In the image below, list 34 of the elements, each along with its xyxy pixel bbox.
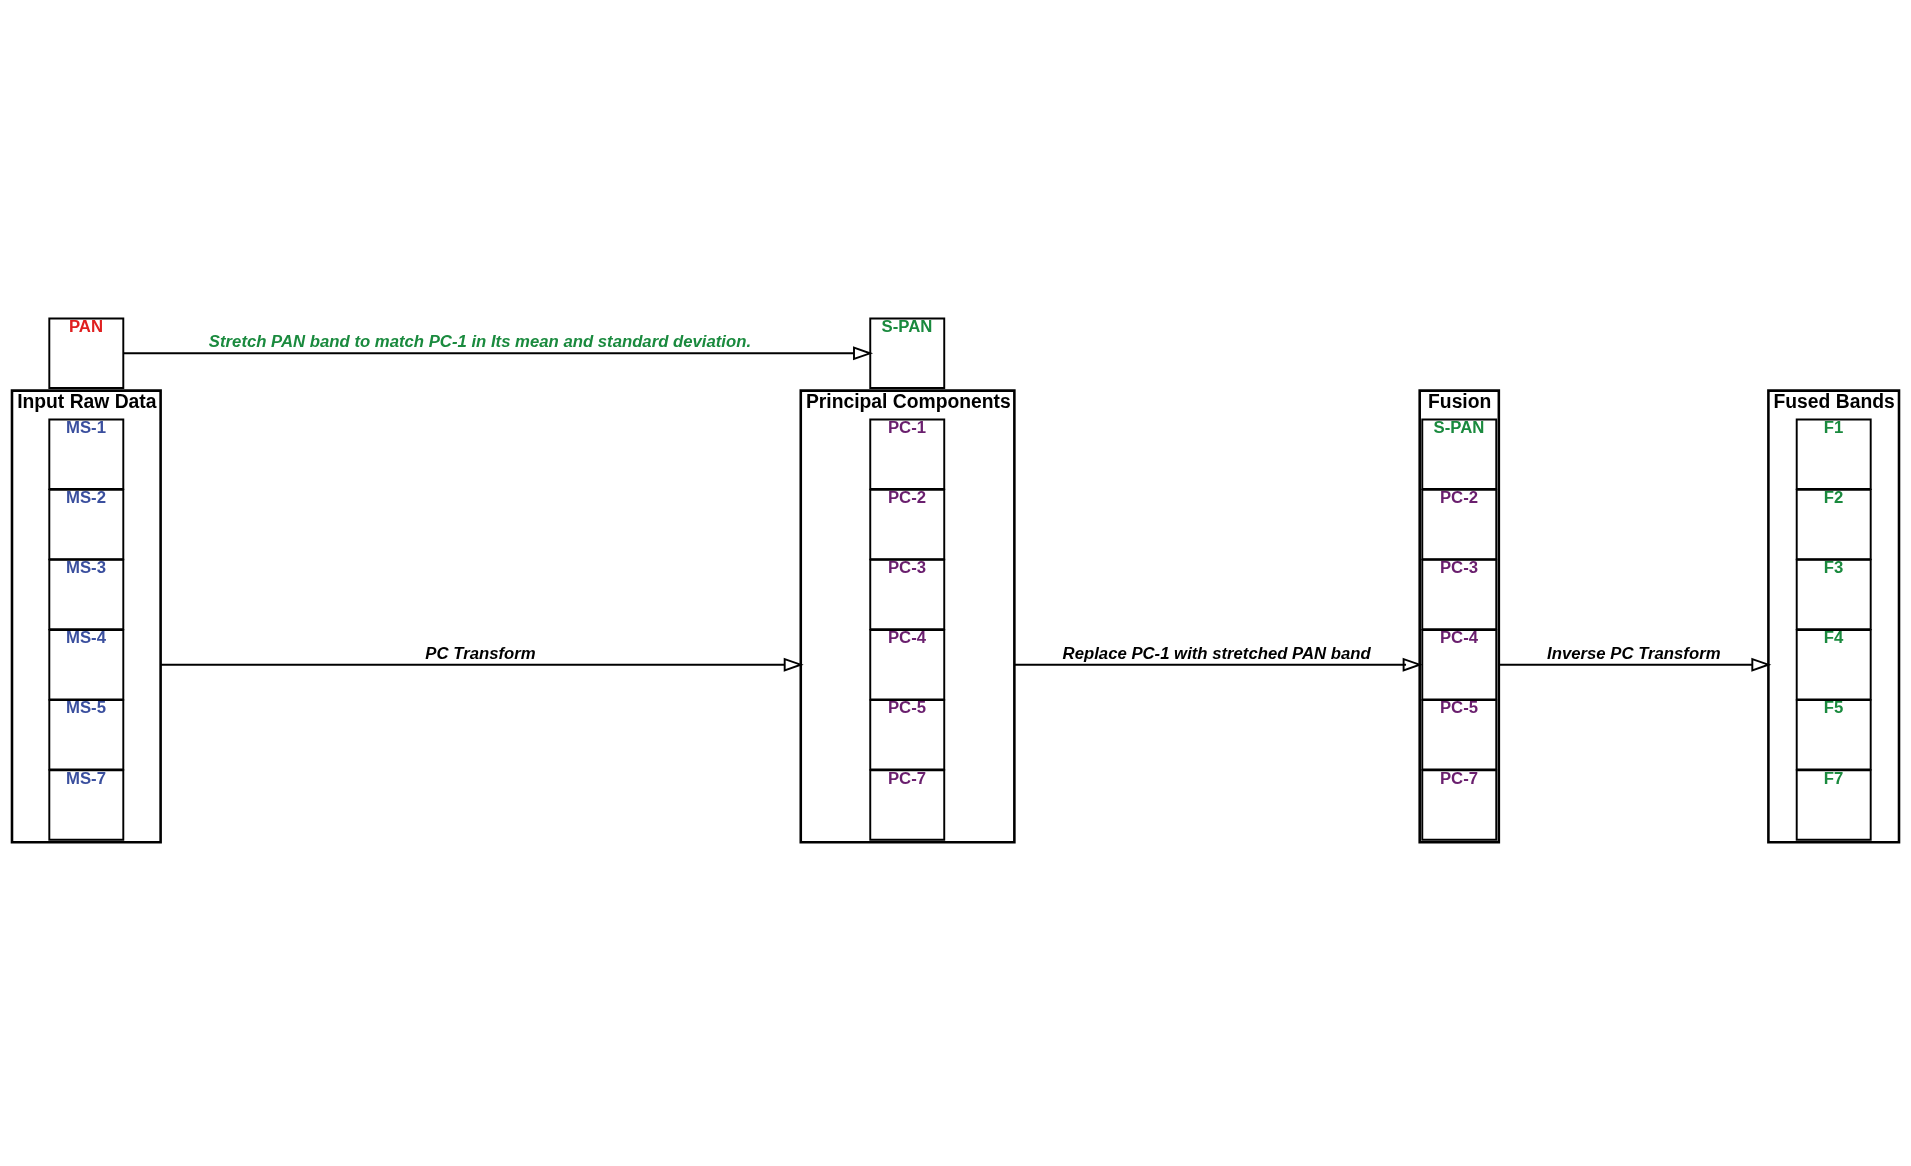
node-box: F1: [1795, 418, 1872, 491]
arrow: [159, 657, 804, 672]
node-box: PC-5: [1421, 699, 1498, 771]
node-box: PC-7: [1421, 769, 1498, 841]
node-box: PC-7: [869, 769, 946, 841]
node-box: PC-2: [1421, 488, 1498, 561]
arrow: [1497, 657, 1772, 672]
node-box: MS-4: [48, 629, 125, 701]
node-box: F5: [1795, 699, 1872, 771]
arrow: [1013, 657, 1423, 672]
node-box: MS-3: [48, 558, 125, 631]
edge-label: Replace PC-1 with stretched PAN band: [1062, 643, 1371, 663]
node-box: F2: [1795, 488, 1872, 561]
node-box: PC-3: [1421, 558, 1498, 631]
node-box: PC-2: [869, 488, 946, 561]
node-box: MS-2: [48, 488, 125, 561]
node-box: MS-7: [48, 769, 125, 841]
node-box: PC-5: [869, 699, 946, 771]
node-box: PC-4: [869, 629, 946, 701]
node-box: MS-1: [48, 418, 125, 491]
node-box: PC-3: [869, 558, 946, 631]
edge-label: PC Transform: [425, 643, 536, 663]
node-box: F4: [1795, 629, 1872, 701]
node-box: PAN: [48, 317, 125, 390]
node-box: MS-5: [48, 699, 125, 771]
node-box: S-PAN: [869, 317, 946, 390]
node-box: PC-1: [869, 418, 946, 491]
node-box: S-PAN: [1421, 418, 1498, 491]
node-box: F7: [1795, 769, 1872, 841]
edge-label: Inverse PC Transform: [1547, 643, 1721, 663]
arrow: [122, 346, 873, 361]
node-box: PC-4: [1421, 629, 1498, 701]
node-box: F3: [1795, 558, 1872, 631]
edge-label: Stretch PAN band to match PC-1 in Its mean and standard deviation.: [208, 332, 752, 352]
